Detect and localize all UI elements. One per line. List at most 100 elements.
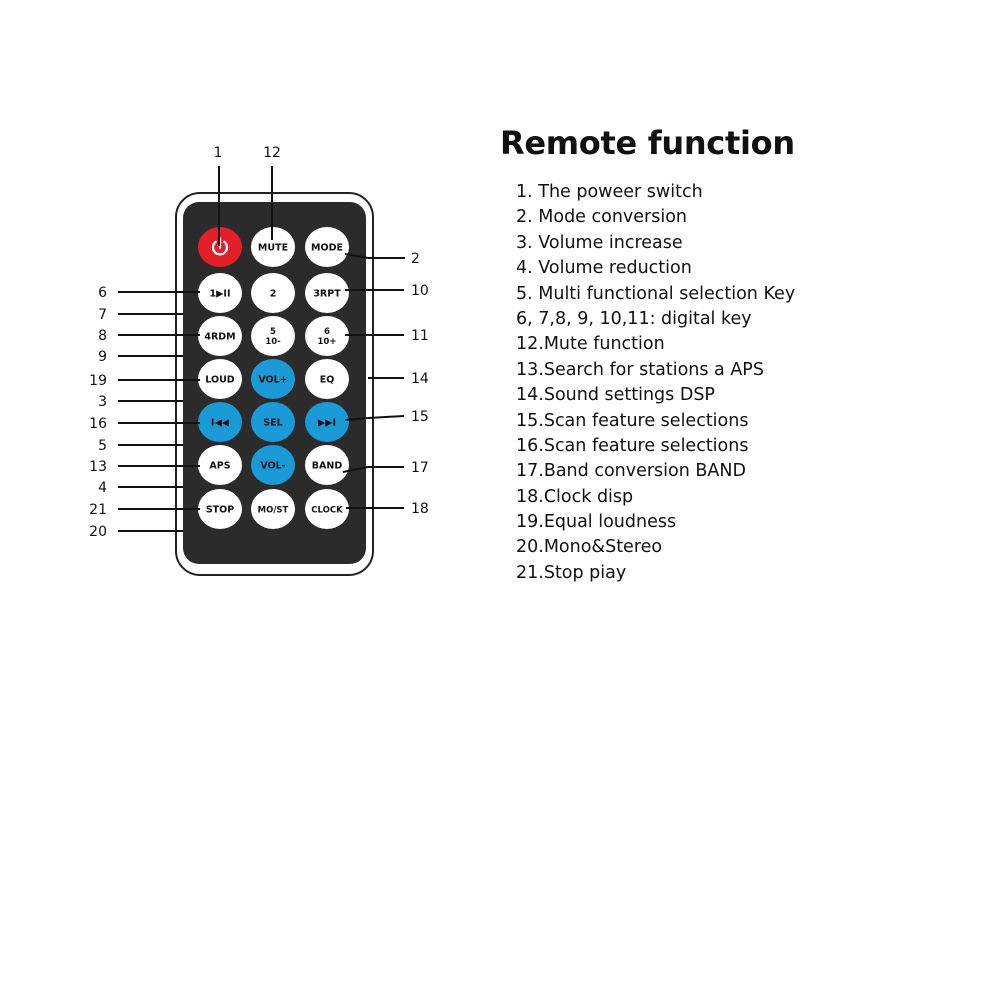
callout-number: 2 xyxy=(411,251,420,267)
callout-number: 17 xyxy=(411,460,429,476)
aps-button-shape[interactable] xyxy=(198,445,242,485)
eq-button-shape[interactable] xyxy=(305,359,349,399)
voldown-label: VOL- xyxy=(260,461,285,472)
callout-number: 20 xyxy=(89,524,107,540)
function-item: 18.Clock disp xyxy=(516,486,634,507)
callout-number: 12 xyxy=(263,145,281,161)
stop-button-shape[interactable] xyxy=(198,489,242,529)
btn3-button[interactable]: 3RPT xyxy=(305,273,349,313)
callout-number: 11 xyxy=(411,328,429,344)
function-item: 3. Volume increase xyxy=(516,232,683,253)
next-button[interactable]: ▶▶I xyxy=(305,402,349,442)
btn6-sublabel: 10+ xyxy=(318,337,337,347)
sel-button[interactable]: SEL xyxy=(251,402,295,442)
mute-label: MUTE xyxy=(258,243,288,254)
leader-line xyxy=(344,253,369,259)
mode-button-shape[interactable] xyxy=(305,227,349,267)
function-item: 21.Stop piay xyxy=(516,562,627,583)
function-item: 16.Scan feature selections xyxy=(516,435,749,456)
btn4-button-shape[interactable] xyxy=(198,316,242,356)
function-item: 6, 7,8, 9, 10,11: digital key xyxy=(516,308,752,329)
btn5-button[interactable]: 510- xyxy=(251,316,295,356)
btn3-label: 3RPT xyxy=(313,289,341,300)
leader-line xyxy=(344,417,369,421)
function-item: 2. Mode conversion xyxy=(516,207,688,228)
function-item: 20.Mono&Stereo xyxy=(516,537,663,558)
clock-button-shape[interactable] xyxy=(305,489,349,529)
callout-number: 1 xyxy=(214,145,223,161)
btn1-button[interactable]: 1▶II xyxy=(198,273,242,313)
btn3-button-shape[interactable] xyxy=(305,273,349,313)
loud-label: LOUD xyxy=(205,375,235,386)
volup-button[interactable]: VOL+ xyxy=(251,359,295,399)
sel-button-shape[interactable] xyxy=(251,402,295,442)
leader-line xyxy=(367,415,405,419)
stop-button[interactable]: STOP xyxy=(198,489,242,529)
most-label: MO/ST xyxy=(258,506,289,516)
leader-line xyxy=(342,466,369,473)
prev-button[interactable]: I◀◀ xyxy=(198,402,242,442)
most-button[interactable]: MO/ST xyxy=(251,489,295,529)
band-button[interactable]: BAND xyxy=(305,445,349,485)
btn6-button-shape[interactable] xyxy=(305,316,349,356)
callout-number: 18 xyxy=(411,501,429,517)
function-item: 4. Volume reduction xyxy=(516,258,692,279)
mute-button-shape[interactable] xyxy=(251,227,295,267)
voldown-button[interactable]: VOL- xyxy=(251,445,295,485)
callout-number: 4 xyxy=(98,480,107,496)
function-item: 17.Band conversion BAND xyxy=(516,461,746,482)
eq-button[interactable]: EQ xyxy=(305,359,349,399)
btn2-button-shape[interactable] xyxy=(251,273,295,313)
function-item: 19.Equal loudness xyxy=(516,512,677,533)
btn4-label: 4RDM xyxy=(204,332,235,343)
mode-button[interactable]: MODE xyxy=(305,227,349,267)
page-title: Remote function xyxy=(500,124,795,162)
aps-button[interactable]: APS xyxy=(198,445,242,485)
callout-number: 13 xyxy=(89,459,107,475)
volup-label: VOL+ xyxy=(258,375,287,386)
clock-button[interactable]: CLOCK xyxy=(305,489,349,529)
most-button-shape[interactable] xyxy=(251,489,295,529)
stop-label: STOP xyxy=(206,505,234,516)
next-label: ▶▶I xyxy=(318,418,336,429)
callout-number: 15 xyxy=(411,409,429,425)
function-item: 12.Mute function xyxy=(516,334,665,355)
voldown-button-shape[interactable] xyxy=(251,445,295,485)
volup-button-shape[interactable] xyxy=(251,359,295,399)
mode-label: MODE xyxy=(311,243,343,254)
callout-number: 10 xyxy=(411,283,429,299)
next-button-shape[interactable] xyxy=(305,402,349,442)
callout-leaders xyxy=(118,166,405,532)
btn1-button-shape[interactable] xyxy=(198,273,242,313)
btn5-button-shape[interactable] xyxy=(251,316,295,356)
eq-label: EQ xyxy=(320,375,335,386)
btn4-button[interactable]: 4RDM xyxy=(198,316,242,356)
function-item: 14.Sound settings DSP xyxy=(516,385,715,406)
btn2-label: 2 xyxy=(270,289,277,300)
clock-label: CLOCK xyxy=(311,506,343,516)
function-item: 15.Scan feature selections xyxy=(516,410,749,431)
callout-number: 14 xyxy=(411,371,429,387)
function-item: 13.Search for stations a APS xyxy=(516,359,764,380)
buttons-layer: MUTE MODE 1▶II 2 3RPT 4RDM 510-610+ LOUD VOL+ EQ I… xyxy=(198,227,349,529)
callout-number: 16 xyxy=(89,416,107,432)
mute-button[interactable]: MUTE xyxy=(251,227,295,267)
band-button-shape[interactable] xyxy=(305,445,349,485)
loud-button[interactable]: LOUD xyxy=(198,359,242,399)
function-item: 5. Multi functional selection Key xyxy=(516,283,796,304)
loud-button-shape[interactable] xyxy=(198,359,242,399)
band-label: BAND xyxy=(312,461,343,472)
aps-label: APS xyxy=(209,461,230,472)
callout-number: 8 xyxy=(98,328,107,344)
sel-label: SEL xyxy=(263,418,282,429)
callout-number: 6 xyxy=(98,285,107,301)
callout-number: 5 xyxy=(98,438,107,454)
btn1-label: 1▶II xyxy=(210,289,231,300)
callout-number: 3 xyxy=(98,394,107,410)
btn2-button[interactable]: 2 xyxy=(251,273,295,313)
btn6-button[interactable]: 610+ xyxy=(305,316,349,356)
prev-button-shape[interactable] xyxy=(198,402,242,442)
